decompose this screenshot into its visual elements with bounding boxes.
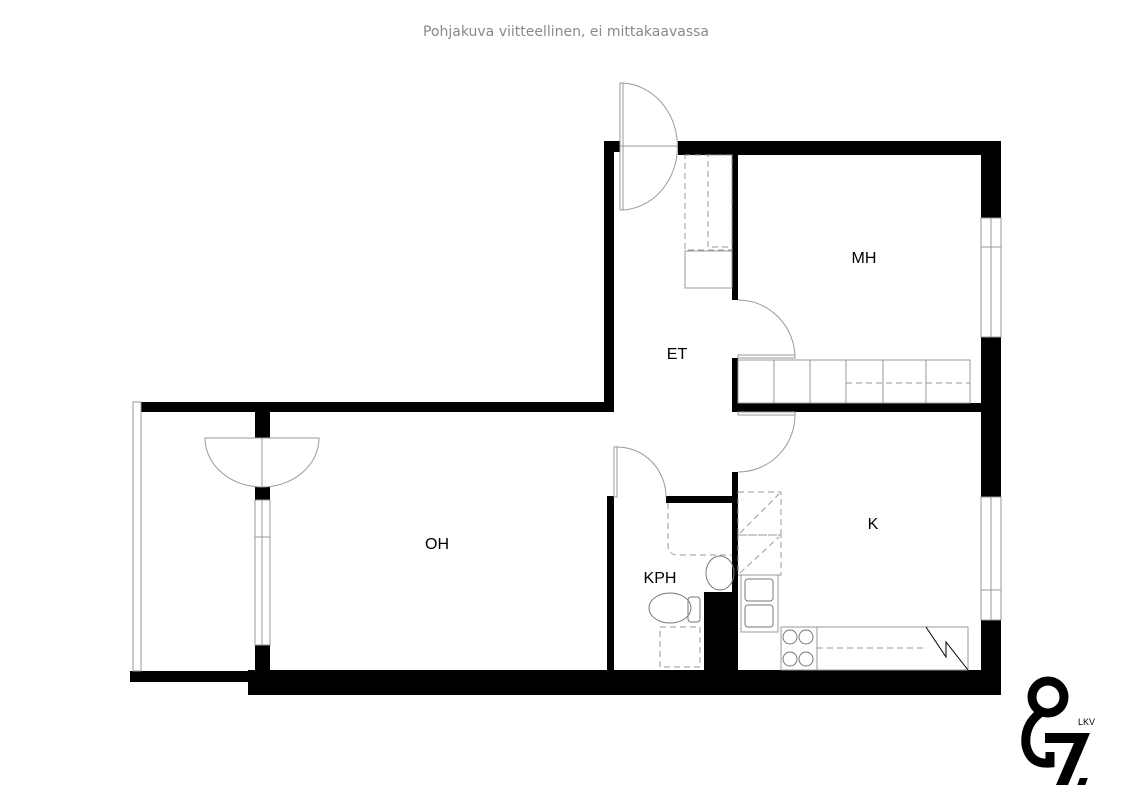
room-label-et: ET (667, 346, 688, 363)
fixtures (648, 154, 971, 671)
room-label-mh: MH (852, 250, 877, 267)
logo-sub-text: LKV (1078, 717, 1095, 727)
room-label-oh: OH (425, 536, 449, 553)
doors (204, 82, 796, 498)
disclaimer-text: Pohjakuva viitteellinen, ei mittakaavass… (422, 24, 709, 40)
room-label-kph: KPH (644, 570, 677, 587)
company-logo: LKV (1021, 676, 1095, 785)
room-label-k: K (868, 516, 879, 533)
windows (132, 217, 1002, 672)
walls (130, 141, 1001, 695)
